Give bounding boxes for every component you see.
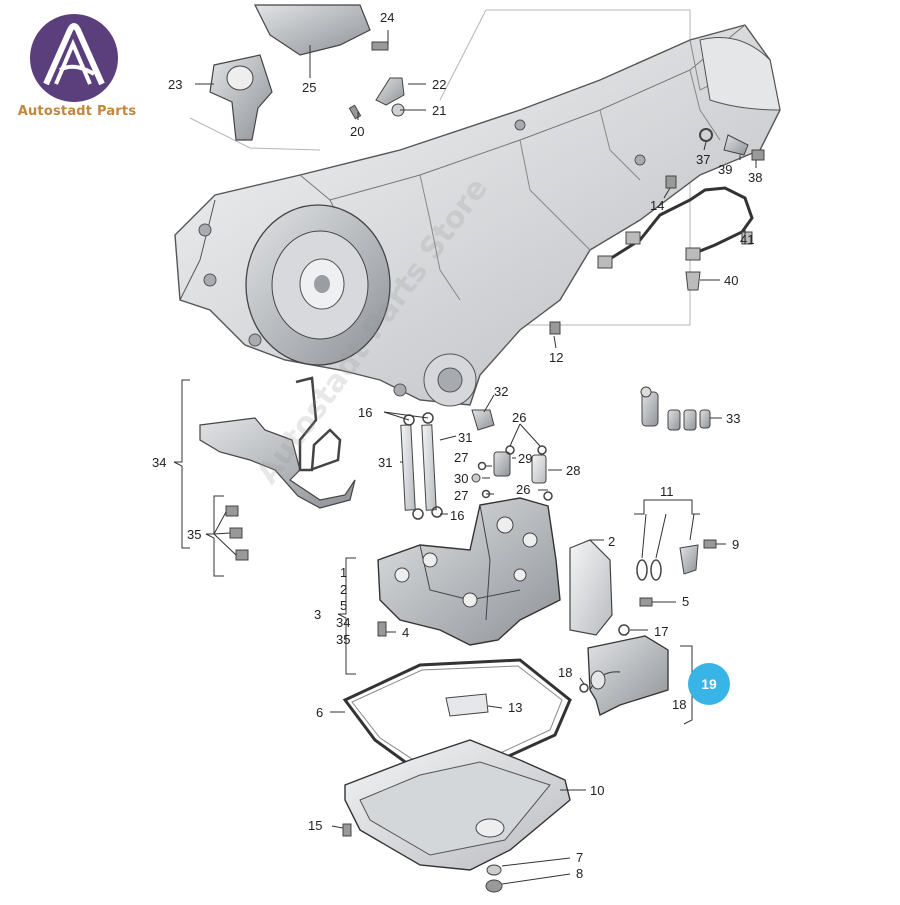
highlighted-callout-19: 19 <box>688 663 730 705</box>
callout-34a: 34 <box>152 455 167 470</box>
callout-28: 28 <box>566 463 581 478</box>
callout-37: 37 <box>696 152 711 167</box>
callout-17: 17 <box>654 624 669 639</box>
callout-10: 10 <box>590 783 605 798</box>
callout-3: 3 <box>314 607 322 622</box>
callout-16b: 16 <box>450 508 465 523</box>
callout-33: 33 <box>726 411 741 426</box>
oil-pan-and-gasket <box>342 658 572 893</box>
callout-13: 13 <box>508 700 523 715</box>
callout-1: 1 <box>340 565 348 580</box>
callout-30: 30 <box>454 471 469 486</box>
callout-18a: 18 <box>558 665 573 680</box>
callout-41: 41 <box>740 232 755 247</box>
callout-26b: 26 <box>516 482 531 497</box>
callout-16a: 16 <box>358 405 373 420</box>
brand-logo <box>30 14 118 102</box>
harness-bracket-group <box>199 376 356 561</box>
callout-9: 9 <box>732 537 740 552</box>
callout-8: 8 <box>576 866 584 881</box>
oil-filter <box>579 635 669 716</box>
callout-39: 39 <box>718 162 733 177</box>
callout-2a: 2 <box>608 534 616 549</box>
callout-26a: 26 <box>512 410 527 425</box>
callout-31a: 31 <box>458 430 473 445</box>
callout-24: 24 <box>380 10 395 25</box>
valve-body-pieces <box>640 386 711 431</box>
callout-12: 12 <box>549 350 564 365</box>
callout-31b: 31 <box>378 455 393 470</box>
brand-name: Autostadt Parts <box>17 104 137 119</box>
callout-21: 21 <box>432 103 447 118</box>
callout-32: 32 <box>494 384 509 399</box>
callout-7: 7 <box>576 850 584 865</box>
callout-23: 23 <box>168 77 183 92</box>
callout-6: 6 <box>316 705 324 720</box>
callout-35a: 35 <box>187 527 202 542</box>
transmission-housing <box>174 24 781 407</box>
callout-5b: 5 <box>682 594 690 609</box>
callout-20: 20 <box>350 124 365 139</box>
upper-parts <box>209 4 405 141</box>
callout-18b: 18 <box>672 697 687 712</box>
callout-11: 11 <box>660 484 674 499</box>
callout-25: 25 <box>302 80 317 95</box>
callout-40: 40 <box>724 273 739 288</box>
leader-lines <box>173 30 757 885</box>
callout-2b: 2 <box>340 582 348 597</box>
callout-27b: 27 <box>454 488 469 503</box>
mechatronic-unit <box>377 497 717 646</box>
callout-38: 38 <box>748 170 763 185</box>
sensors-harness <box>549 128 765 335</box>
tubes-and-seals <box>400 409 553 520</box>
callout-22: 22 <box>432 77 447 92</box>
callout-35b: 35 <box>336 632 351 647</box>
callout-5a: 5 <box>340 598 348 613</box>
callout-29: 29 <box>518 451 533 466</box>
callout-27a: 27 <box>454 450 469 465</box>
callout-14: 14 <box>650 198 665 213</box>
callout-4: 4 <box>402 625 410 640</box>
callout-15: 15 <box>308 818 323 833</box>
callout-34b: 34 <box>336 615 351 630</box>
